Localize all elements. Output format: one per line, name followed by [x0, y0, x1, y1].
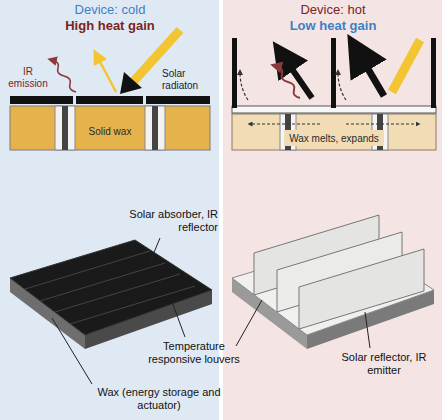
leader-line: [150, 238, 160, 262]
node-text: Solid wax: [89, 126, 132, 137]
molten-wax-band: Wax melts, expands: [284, 130, 384, 146]
node-text: Wax melts, expands: [289, 133, 379, 144]
label-text: Device: cold: [20, 3, 200, 18]
expand-arrow: [346, 124, 418, 125]
label-text: Solar absorber, IR reflector: [106, 208, 218, 233]
upright-louver: [431, 38, 436, 108]
louver-seam: [40, 263, 165, 301]
post-core: [62, 106, 68, 150]
post: [145, 106, 165, 150]
fin-louver: [299, 249, 424, 329]
louver-seam: [70, 286, 195, 324]
ir-wave: [52, 60, 76, 92]
louver-seam: [25, 251, 150, 289]
hot-panel: [223, 0, 442, 420]
upright-louver: [331, 38, 336, 108]
reflected-arrow: [283, 56, 312, 98]
flat-louver: [76, 96, 143, 104]
absorbed-arrowhead: [120, 72, 142, 94]
swing-arrow: [338, 72, 346, 100]
louver-seam: [55, 274, 180, 312]
wax-layer: [232, 114, 436, 150]
expand-arrow: [250, 124, 320, 125]
wax-cell: Solid wax: [79, 113, 141, 149]
upright-louver: [232, 38, 237, 108]
ir-wave: [276, 66, 300, 98]
label-text: Device: hot: [243, 3, 423, 18]
flat-louver: [146, 96, 210, 104]
label-text: IR emission: [3, 66, 53, 89]
post: [55, 106, 75, 150]
label-text: Wax (energy storage and actuator): [84, 386, 234, 411]
flat-louver: [10, 96, 73, 104]
post-core: [152, 106, 158, 150]
label-text: High heat gain: [20, 19, 200, 34]
label-text: Temperature responsive louvers: [148, 340, 240, 365]
leader-line: [365, 312, 370, 348]
label-text: Solar radiaton: [162, 68, 216, 91]
wax-layer: [10, 106, 210, 150]
swing-arrow: [240, 72, 248, 100]
label-text: Low heat gain: [243, 19, 423, 34]
leader-line: [52, 318, 92, 384]
label-text: Solar reflector, IR emitter: [334, 351, 434, 376]
reflected-arrow: [358, 52, 384, 96]
leader-line: [236, 300, 262, 346]
black-device-top: [10, 240, 212, 335]
reflected-arrow: [97, 56, 116, 92]
solar-arrow: [392, 40, 420, 92]
leader-line: [172, 302, 185, 337]
